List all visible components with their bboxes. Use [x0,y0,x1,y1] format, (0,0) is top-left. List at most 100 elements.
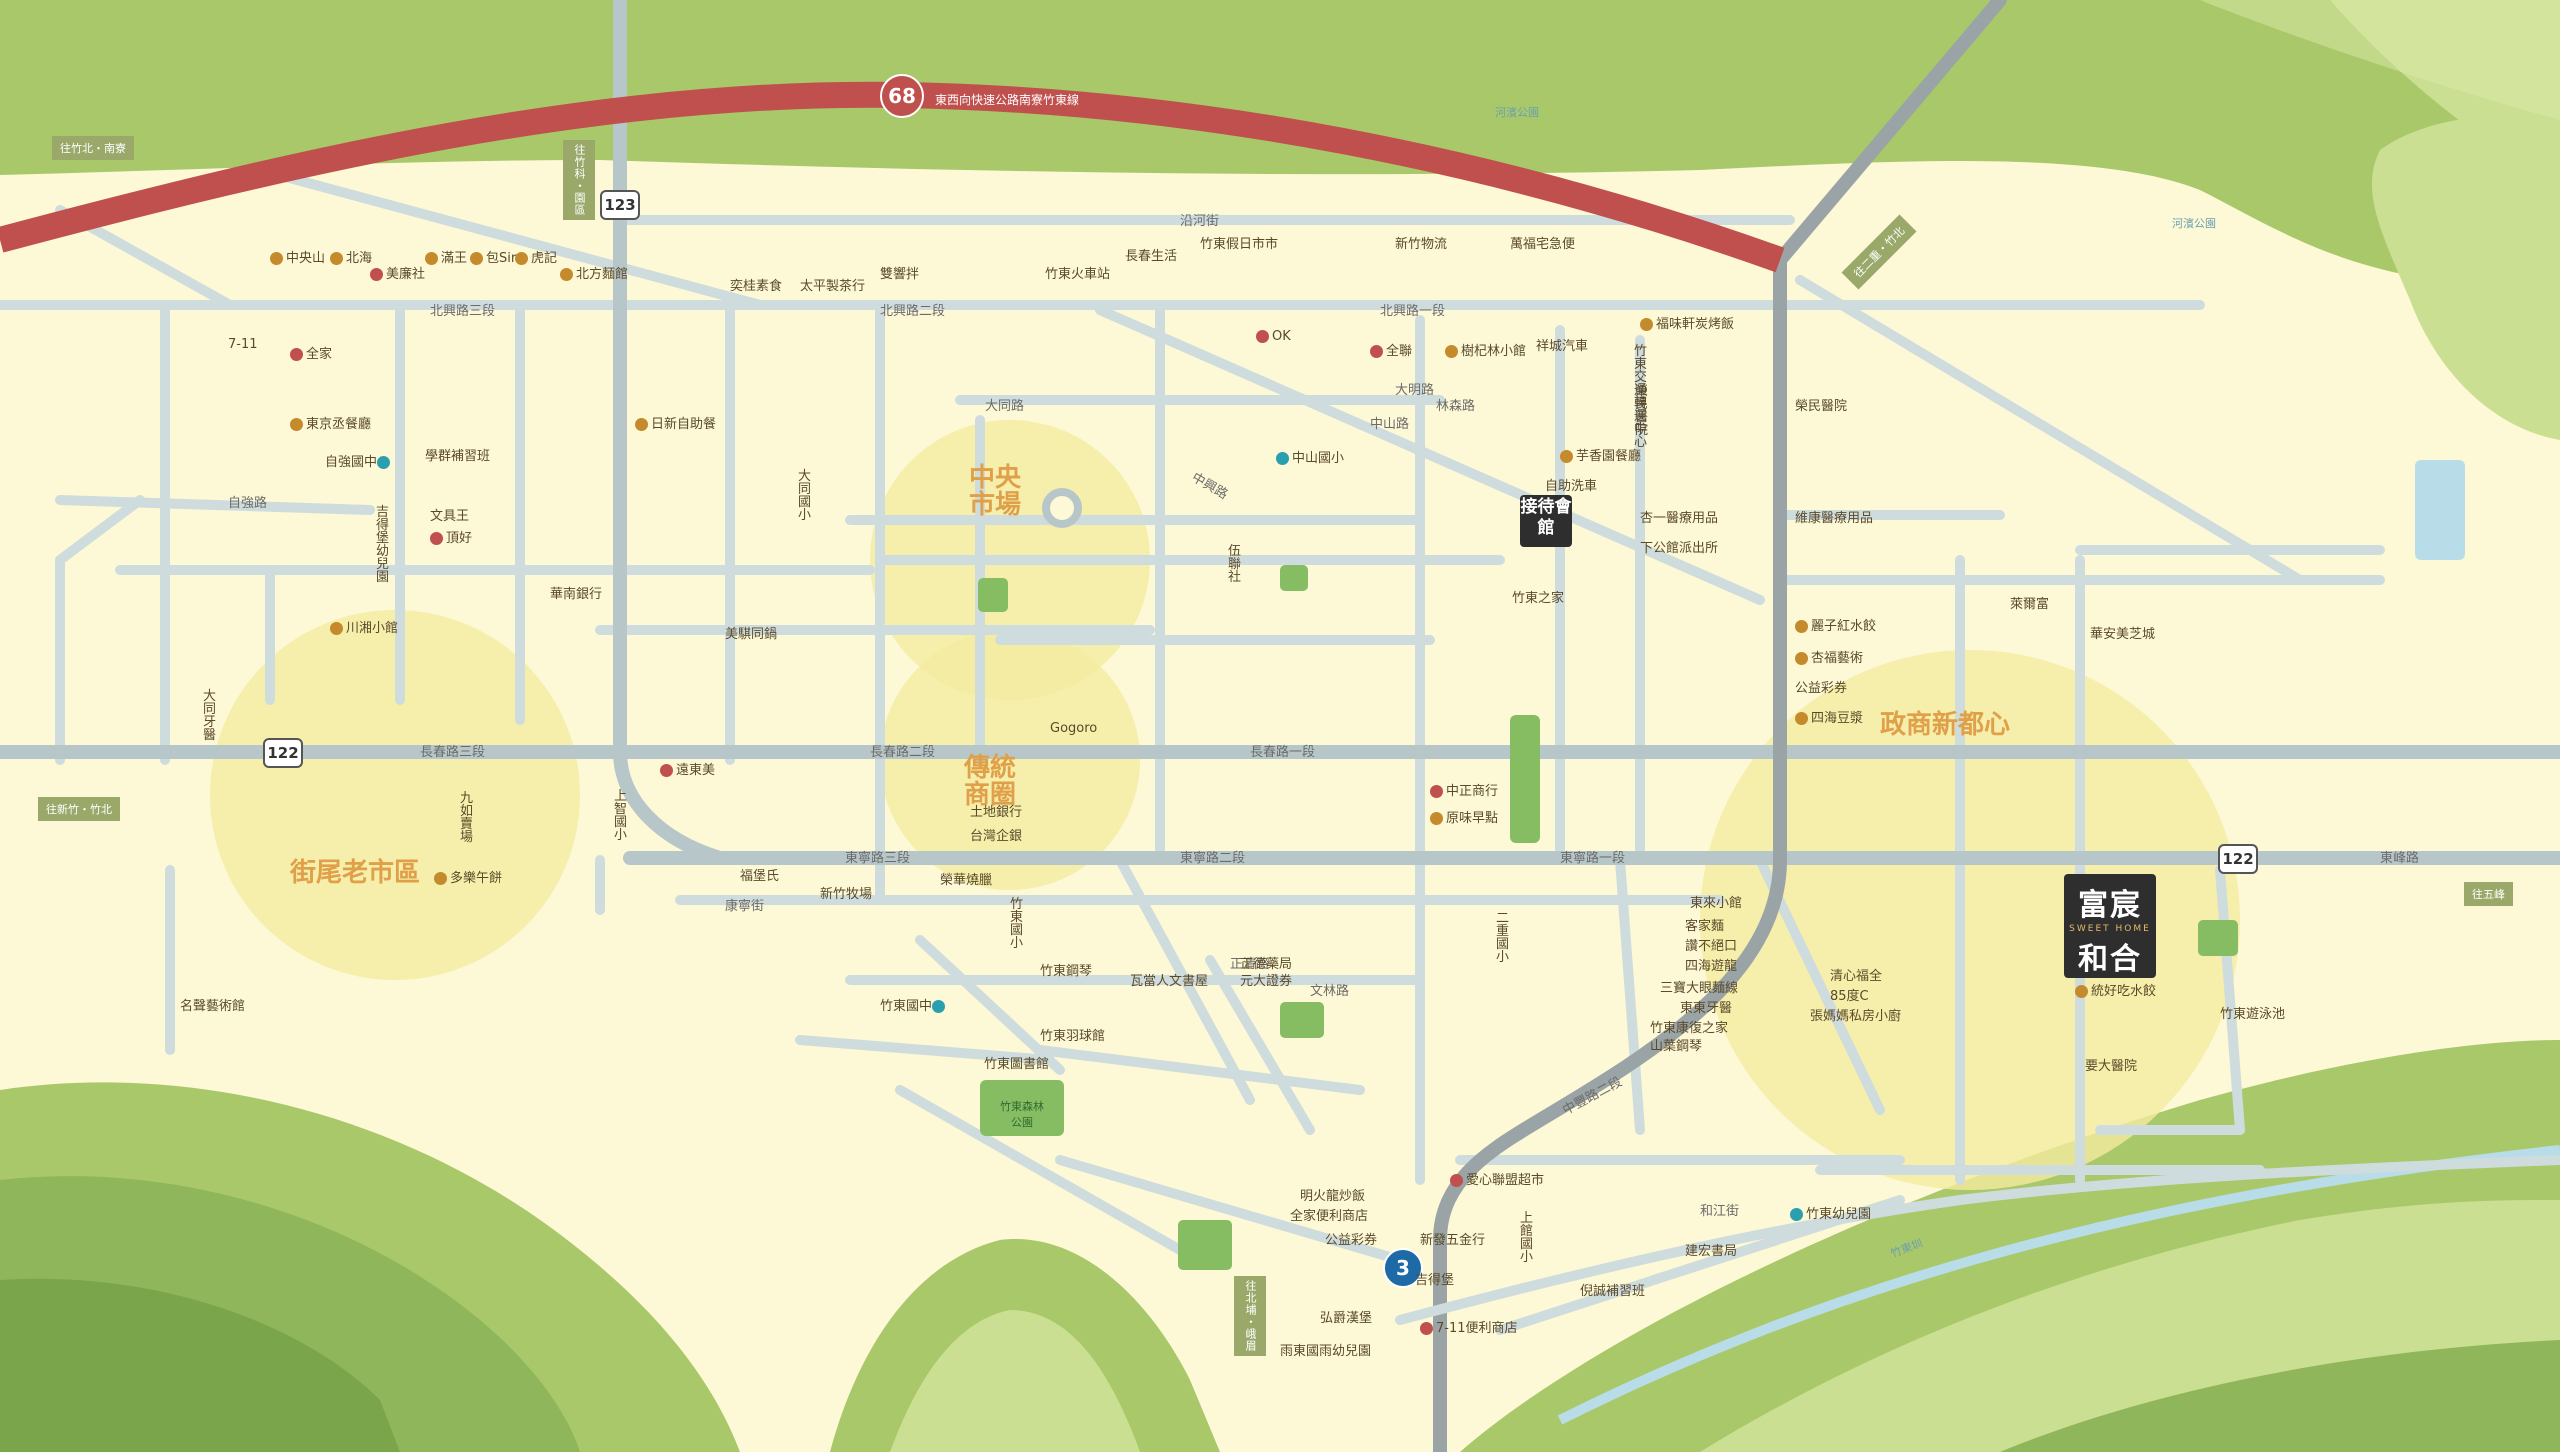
poi-43[interactable]: 美騏同鍋 [725,628,777,641]
poi-70[interactable]: 竹東遊泳池 [2220,1008,2285,1021]
poi-84[interactable]: 華安美芝城 [2090,628,2155,641]
poi-36[interactable]: 杏一醫療用品 [1640,512,1718,525]
poi-83[interactable]: 萊爾富 [2010,598,2049,611]
poi-92[interactable]: 台灣企銀 [970,830,1022,843]
poi-93[interactable]: 土地銀行 [970,806,1022,819]
poi-64[interactable]: 7-11便利商店 [1420,1322,1518,1335]
poi-17[interactable]: 7-11 [228,338,258,351]
poi-86[interactable]: 杏福藝術 [1795,652,1863,665]
poi-65[interactable]: 雨東國雨幼兒園 [1280,1345,1371,1358]
reception-center-badge[interactable]: 接待會館 [1520,495,1572,547]
poi-89[interactable]: 榮民醫院 [1635,385,1651,437]
poi-96[interactable]: 榮華燒臘 [940,874,992,887]
poi-19[interactable]: 全聯 [1370,345,1412,358]
poi-49[interactable]: 名聲藝術館 [180,1000,245,1013]
poi-15[interactable]: 萬福宅急便 [1510,238,1575,251]
poi-39[interactable]: 中正商行 [1430,785,1498,798]
poi-62[interactable]: 吉得堡 [1415,1274,1454,1287]
poi-14[interactable]: 新竹物流 [1395,238,1447,251]
poi-56[interactable]: 元大證券 [1240,975,1292,988]
poi-50[interactable]: 竹東國中 [880,1000,948,1013]
poi-30[interactable]: 頂好 [430,532,472,545]
poi-73[interactable]: 85度C [1830,990,1869,1003]
poi-29[interactable]: 吉得堡幼兒園 [376,506,392,584]
poi-90[interactable]: 竹東之家 [1512,592,1564,605]
poi-95[interactable]: 福堡氏 [740,870,779,883]
poi-69[interactable]: 要大醫院 [2085,1060,2137,1073]
poi-68[interactable]: 倪誠補習班 [1580,1285,1645,1298]
sweet-home-brand[interactable]: 富宸 SWEET HOME 和合 [2064,874,2156,978]
poi-98[interactable]: 竹東國小 [1010,898,1026,950]
poi-22[interactable]: 福味軒炭烤飯 [1640,318,1734,331]
poi-20[interactable]: 樹杞林小館 [1445,345,1526,358]
poi-45[interactable]: 伍聯社 [1228,545,1244,584]
poi-77[interactable]: 山葉鋼琴 [1650,1040,1702,1053]
poi-26[interactable]: 日新自助餐 [635,418,716,431]
poi-94[interactable]: 新竹牧場 [820,888,872,901]
poi-81[interactable]: 客家麵 [1685,920,1724,933]
poi-38[interactable]: 下公館派出所 [1640,542,1718,555]
poi-63[interactable]: 弘爵漢堡 [1320,1312,1372,1325]
poi-12[interactable]: 長春生活 [1125,250,1177,263]
poi-41[interactable]: 華南銀行 [550,588,602,601]
poi-10[interactable]: 竹東火車站 [1045,268,1110,281]
poi-57[interactable]: 愛心聯盟超市 [1450,1174,1544,1187]
poi-75[interactable]: 東東牙醫 [1680,1002,1732,1015]
poi-80[interactable]: 讚不絕口 [1685,940,1737,953]
poi-48[interactable]: 多樂午餅 [434,872,502,885]
poi-16[interactable]: 全家 [290,348,332,361]
poi-44[interactable]: 大同牙醫 [203,690,219,742]
poi-25[interactable]: 東京丞餐廳 [290,418,371,431]
poi-78[interactable]: 三寶大眼麵線 [1660,982,1738,995]
poi-54[interactable]: 瓦當人文書屋 [1130,975,1208,988]
poi-23[interactable]: 竹東交通轉運中心 [1634,345,1650,449]
poi-8[interactable]: 奕桂素食 [730,280,782,293]
poi-99[interactable]: 上智國小 [614,790,630,842]
poi-3[interactable]: 美廉社 [370,268,425,281]
poi-34[interactable]: 芋香園餐廳 [1560,450,1641,463]
poi-60[interactable]: 公益彩券 [1325,1234,1377,1247]
poi-2[interactable]: 北海 [330,252,372,265]
poi-6[interactable]: 虎記 [515,252,557,265]
poi-9[interactable]: 太平製茶行 [800,280,865,293]
poi-71[interactable]: 統好吃水餃 [2075,985,2156,998]
poi-100[interactable]: 上館國小 [1520,1212,1536,1264]
poi-4[interactable]: 滿王 [425,252,467,265]
poi-5[interactable]: 包Sir [470,252,516,265]
poi-91[interactable]: Gogoro [1050,722,1097,735]
poi-32[interactable]: 大同國小 [798,470,814,522]
poi-28[interactable]: 自強國中 [325,456,393,469]
poi-101[interactable]: 二重國小 [1496,912,1512,964]
poi-46[interactable]: 遠東美 [660,764,715,777]
poi-35[interactable]: 自助洗車 [1545,480,1597,493]
poi-27[interactable]: 學群補習班 [425,450,490,463]
poi-61[interactable]: 新發五金行 [1420,1234,1485,1247]
poi-47[interactable]: 九如賣場 [460,792,476,844]
poi-67[interactable]: 建宏書局 [1685,1245,1737,1258]
poi-55[interactable]: 正德藥局 [1240,958,1292,971]
poi-24[interactable]: 榮民醫院 [1795,400,1847,413]
poi-11[interactable]: 雙響拌 [880,268,919,281]
poi-88[interactable]: 四海豆漿 [1795,712,1863,725]
poi-37[interactable]: 維康醫療用品 [1795,512,1873,525]
poi-87[interactable]: 公益彩券 [1795,682,1847,695]
poi-18[interactable]: OK [1256,330,1291,343]
poi-97[interactable]: 竹東鋼琴 [1040,965,1092,978]
poi-51[interactable]: 竹東圖書館 [984,1058,1049,1071]
poi-33[interactable]: 中山國小 [1276,452,1344,465]
poi-52[interactable]: 竹東羽球館 [1040,1030,1105,1043]
poi-59[interactable]: 明火龍炒飯 [1300,1190,1365,1203]
poi-85[interactable]: 麗子紅水餃 [1795,620,1876,633]
poi-21[interactable]: 祥城汽車 [1536,340,1588,353]
poi-1[interactable]: 中央山 [270,252,325,265]
poi-66[interactable]: 竹東幼兒園 [1790,1208,1871,1221]
poi-40[interactable]: 原味早點 [1430,812,1498,825]
poi-58[interactable]: 全家便利商店 [1290,1210,1368,1223]
poi-74[interactable]: 張媽媽私房小廚 [1810,1010,1901,1023]
poi-76[interactable]: 竹東康復之家 [1650,1022,1728,1035]
poi-7[interactable]: 北方麵館 [560,268,628,281]
poi-82[interactable]: 東來小館 [1690,897,1742,910]
poi-79[interactable]: 四海遊龍 [1685,960,1737,973]
poi-31[interactable]: 文具王 [430,510,469,523]
